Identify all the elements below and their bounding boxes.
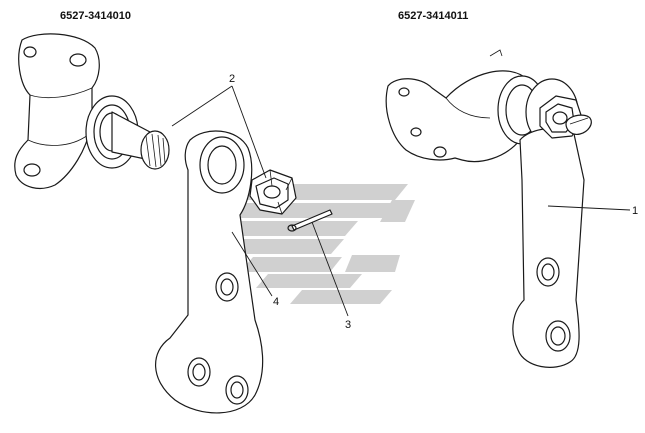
callout-2: 2 — [229, 73, 235, 85]
left-pitman-arm — [155, 130, 264, 414]
left-pin-thread — [111, 111, 170, 170]
left-castle-nut — [249, 169, 297, 215]
callout-1: 1 — [632, 205, 638, 217]
leader-lines — [171, 85, 631, 317]
left-assembly-code: 6527-3414010 — [60, 10, 131, 22]
right-pitman-arm — [512, 127, 585, 368]
right-cotter-slot — [565, 114, 592, 135]
right-assembly-code: 6527-3414011 — [398, 10, 468, 22]
callout-4: 4 — [273, 296, 279, 308]
right-bracket-housing — [385, 49, 529, 163]
left-bracket-housing — [14, 33, 100, 189]
cotter-pin — [287, 209, 333, 232]
callout-3: 3 — [345, 319, 351, 331]
